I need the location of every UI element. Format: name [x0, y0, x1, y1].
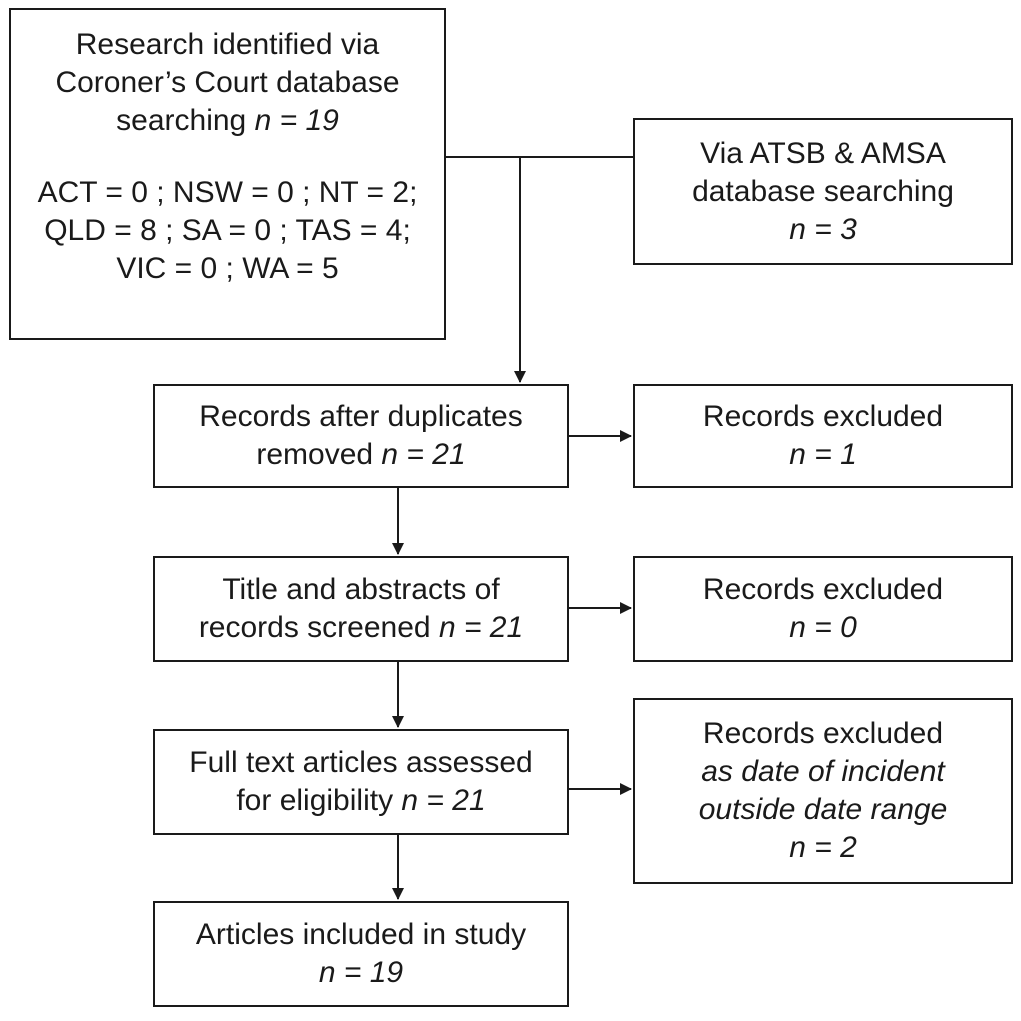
duplicates-n: n = 21	[381, 438, 466, 471]
research-n: n = 19	[254, 104, 339, 137]
atsb-line-2: database searching	[692, 174, 954, 208]
research-line-1: Research identified via	[75, 28, 380, 61]
screened-line-1: Title and abstracts of	[222, 573, 500, 606]
duplicates-removed-box: Records after duplicates removed n = 21	[153, 384, 569, 488]
screened-line-2: records screened n = 21	[199, 609, 523, 647]
duplicates-line-2: removed n = 21	[256, 436, 465, 474]
included-line-1: Articles included in study	[195, 918, 527, 951]
excluded-2-label: Records excluded	[702, 573, 944, 606]
excluded-3-n: n = 2	[789, 831, 857, 864]
research-line-3-text: searching	[116, 104, 255, 137]
full-text-line-1: Full text articles assessed	[189, 746, 533, 779]
full-text-n: n = 21	[401, 784, 486, 817]
title-abstract-screened-box: Title and abstracts of records screened …	[153, 556, 569, 662]
excluded-2-n: n = 0	[789, 611, 857, 644]
records-excluded-box-2: Records excluded n = 0	[633, 556, 1013, 662]
excluded-3-reason-2: outside date range	[698, 793, 948, 826]
screened-n: n = 21	[438, 611, 524, 644]
research-line-2: Coroner’s Court database	[55, 66, 400, 99]
full-text-line-2: for eligibility n = 21	[236, 782, 485, 820]
duplicates-line-2-text: removed	[256, 438, 382, 471]
atsb-line-1: Via ATSB & AMSA	[700, 136, 946, 170]
coroners-court-search-box: Research identified via Coroner’s Court …	[9, 8, 446, 340]
research-line-3: searching n = 19	[116, 102, 339, 140]
atsb-amsa-search-box: Via ATSB & AMSA database searching n = 3	[633, 118, 1013, 265]
duplicates-line-1: Records after duplicates	[199, 400, 523, 433]
research-states-2: QLD = 8 ; SA = 0 ; TAS = 4;	[44, 214, 411, 247]
full-text-assessed-box: Full text articles assessed for eligibil…	[153, 729, 569, 835]
records-excluded-box-1: Records excluded n = 1	[633, 384, 1013, 488]
excluded-3-label: Records excluded	[702, 717, 944, 750]
included-n: n = 19	[318, 956, 404, 989]
atsb-n: n = 3	[789, 212, 857, 246]
screened-line-2-text: records screened	[198, 611, 439, 644]
research-states-3: VIC = 0 ; WA = 5	[116, 252, 339, 285]
excluded-3-reason-1: as date of incident	[701, 755, 945, 788]
excluded-1-label: Records excluded	[702, 400, 944, 433]
full-text-line-2-text: for eligibility	[236, 784, 402, 817]
articles-included-box: Articles included in study n = 19	[153, 901, 569, 1007]
excluded-1-n: n = 1	[789, 438, 857, 471]
records-excluded-box-3: Records excluded as date of incident out…	[633, 698, 1013, 884]
research-states-1: ACT = 0 ; NSW = 0 ; NT = 2;	[37, 176, 418, 209]
